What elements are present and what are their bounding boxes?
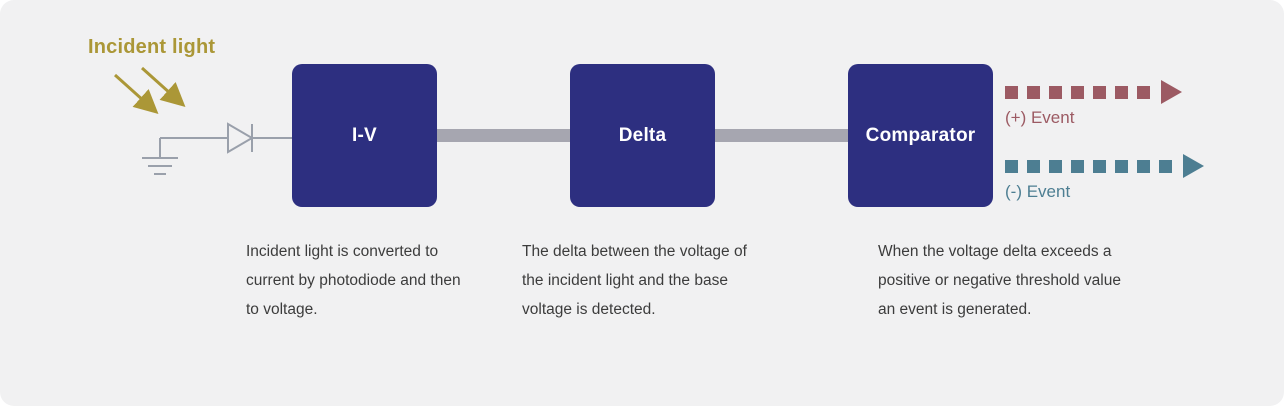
block-comparator-label: Comparator	[865, 124, 976, 146]
negative-arrowhead-icon	[1183, 154, 1204, 178]
block-delta-description: The delta between the voltage of the inc…	[522, 243, 747, 318]
block-delta-label: Delta	[618, 124, 667, 146]
negative-event-arrow	[1005, 154, 1204, 178]
block-iv-label: I-V	[352, 124, 377, 146]
connector-bar-1	[437, 129, 570, 142]
connector-bar-2	[715, 129, 848, 142]
negative-event-label: (-) Event	[1005, 182, 1071, 201]
block-comparator-description: When the voltage delta exceeds a positiv…	[878, 243, 1121, 318]
incident-light-label: Incident light	[88, 36, 216, 58]
block-iv-description: Incident light is converted to current b…	[246, 243, 461, 318]
positive-arrowhead-icon	[1161, 80, 1182, 104]
positive-event-label: (+) Event	[1005, 108, 1075, 127]
block-comparator: Comparator	[848, 64, 993, 207]
positive-event-arrow	[1005, 80, 1182, 104]
block-delta: Delta	[570, 64, 715, 207]
block-iv: I-V	[292, 64, 437, 207]
photodiode-circuit-drawing	[113, 66, 295, 175]
ground-icon	[142, 138, 178, 175]
incident-light-arrows-icon	[113, 66, 186, 115]
photodiode-icon	[160, 122, 295, 154]
